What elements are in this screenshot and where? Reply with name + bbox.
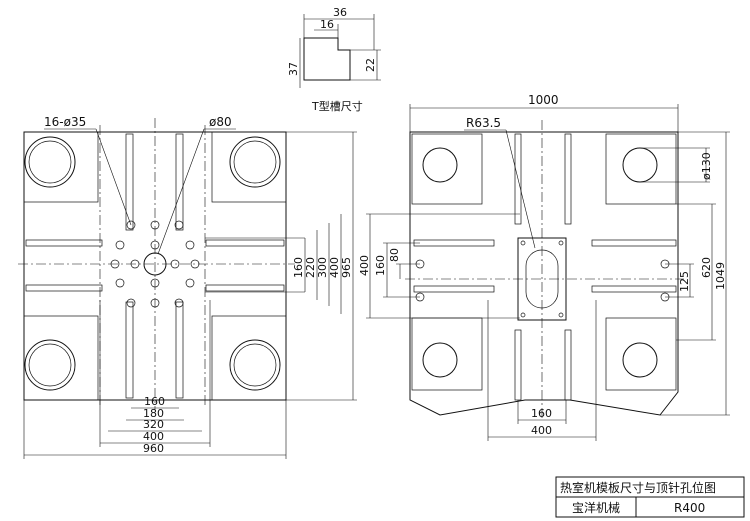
ejector-holes bbox=[110, 220, 200, 308]
moving-platen-view: 1000 R63.5 ø130 160 400 400 160 80 bbox=[358, 93, 730, 441]
fixed-v-dims: 160 220 300 400 965 bbox=[205, 131, 357, 401]
title-block-model: R400 bbox=[674, 501, 705, 515]
dim-t-slot-22: 22 bbox=[364, 58, 377, 72]
center-hole bbox=[143, 252, 167, 276]
dim-fixed-v-220: 220 bbox=[304, 257, 317, 278]
dim-moving-v-160: 160 bbox=[374, 255, 387, 276]
fixed-h-dims: 160 180 320 400 960 bbox=[23, 300, 287, 459]
dim-fixed-v-400: 400 bbox=[328, 257, 341, 278]
dim-t-slot-16: 16 bbox=[320, 18, 334, 31]
dim-moving-v-1049: 1049 bbox=[714, 262, 727, 290]
title-block-title: 热室机模板尺寸与顶针孔位图 bbox=[560, 480, 716, 495]
title-block: 热室机模板尺寸与顶针孔位图 宝洋机械 R400 bbox=[555, 476, 745, 518]
callout-ejector-holes: 16-ø35 bbox=[44, 115, 86, 129]
title-block-company: 宝洋机械 bbox=[572, 500, 620, 515]
dim-fixed-v-965: 965 bbox=[340, 257, 353, 278]
t-slot-caption: T型槽尺寸 bbox=[311, 99, 363, 113]
callout-bolt-circle: ø130 bbox=[700, 152, 713, 180]
dim-moving-v-620: 620 bbox=[700, 257, 713, 278]
dim-fixed-320: 320 bbox=[143, 418, 164, 431]
dim-t-slot-37: 37 bbox=[287, 62, 300, 76]
dim-moving-h-160: 160 bbox=[531, 407, 552, 420]
dim-moving-v-125: 125 bbox=[678, 271, 691, 292]
dim-fixed-160: 160 bbox=[144, 395, 165, 408]
callout-slot-radius: R63.5 bbox=[466, 116, 501, 130]
dim-fixed-400: 400 bbox=[143, 430, 164, 443]
t-slot-detail: 36 16 37 22 T型槽尺寸 bbox=[287, 6, 381, 113]
dim-fixed-v-160: 160 bbox=[292, 257, 305, 278]
dim-moving-v-80: 80 bbox=[388, 248, 401, 262]
dim-fixed-v-300: 300 bbox=[316, 257, 329, 278]
t-slot-profile bbox=[303, 37, 351, 81]
dim-moving-v-400: 400 bbox=[358, 255, 371, 276]
dim-fixed-960: 960 bbox=[143, 442, 164, 455]
dim-moving-h-400: 400 bbox=[531, 424, 552, 437]
moving-platen-outline bbox=[409, 131, 679, 416]
dim-moving-1000: 1000 bbox=[528, 93, 559, 107]
dim-t-slot-36: 36 bbox=[333, 6, 347, 19]
callout-center-hole: ø80 bbox=[209, 115, 232, 129]
fixed-platen-view: 16-ø35 ø80 160 180 320 400 960 bbox=[18, 115, 357, 459]
dim-fixed-180: 180 bbox=[143, 407, 164, 420]
